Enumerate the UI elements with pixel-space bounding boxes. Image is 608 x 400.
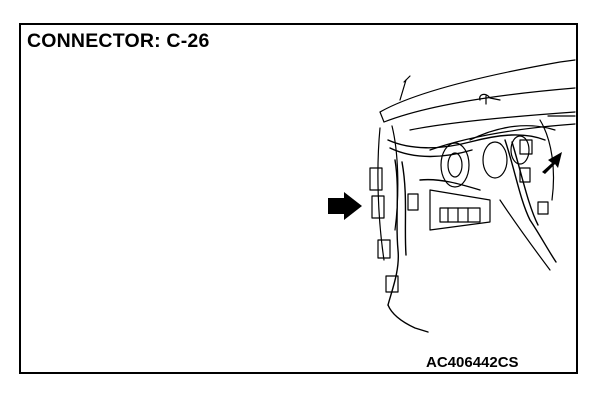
diagram-frame [19,23,578,374]
dashboard-outline [377,59,576,261]
side-structure [499,115,576,271]
secondary-pointer-arrow [542,152,562,174]
harness-connectors [369,139,549,293]
wiring-harness [387,134,557,333]
diagram-title: CONNECTOR: C-26 [27,30,210,52]
instrument-cluster [429,125,556,231]
connector-pointer-arrow [328,192,362,220]
figure-code: AC406442CS [426,354,519,371]
